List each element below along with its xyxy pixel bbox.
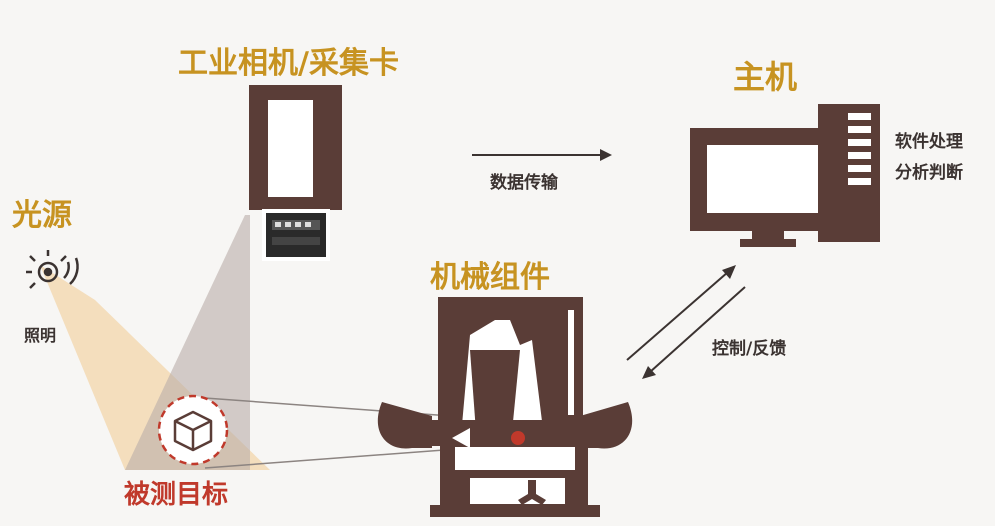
- data-transfer-arrow: [472, 149, 612, 161]
- host-caption: 软件处理 分析判断: [895, 127, 963, 189]
- light-source-title: 光源: [12, 198, 72, 233]
- target-label: 被测目标: [124, 480, 229, 510]
- host-caption-line-1: 软件处理: [895, 132, 963, 152]
- control-feedback-label: 控制/反馈: [712, 339, 787, 359]
- host-title: 主机: [733, 58, 798, 96]
- host-computer-icon: [690, 104, 880, 247]
- camera-view-cone: [125, 215, 250, 470]
- control-feedback-arrows: [626, 265, 746, 379]
- host-caption-line-2: 分析判断: [895, 163, 963, 183]
- mechanical-assembly-icon: [377, 297, 633, 517]
- target-object-icon: [157, 394, 229, 466]
- camera-title: 工业相机/采集卡: [178, 46, 399, 81]
- light-source-sun-icon: [26, 250, 79, 289]
- data-transfer-label: 数据传输: [490, 173, 558, 193]
- industrial-camera-icon: [249, 85, 342, 261]
- light-caption: 照明: [24, 326, 57, 345]
- mechanism-title: 机械组件: [430, 260, 550, 295]
